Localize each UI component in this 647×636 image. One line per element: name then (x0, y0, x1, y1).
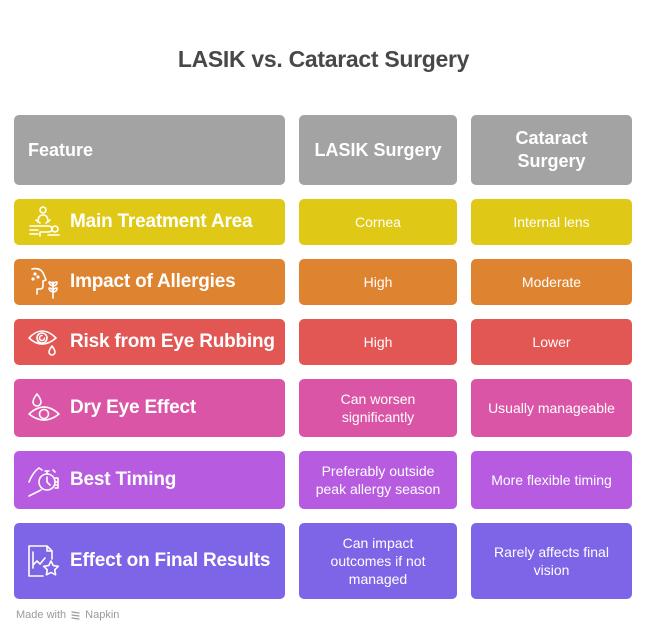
cataract-value: More flexible timing (471, 451, 632, 509)
eye-tear-icon (26, 324, 62, 360)
chart-star-icon (26, 543, 62, 579)
feature-dry-eye-effect: Dry Eye Effect (14, 379, 285, 437)
feature-label: Dry Eye Effect (70, 397, 197, 418)
feature-best-timing: Best Timing (14, 451, 285, 509)
feature-label: Main Treatment Area (70, 211, 253, 232)
lasik-value: Can worsen significantly (299, 379, 457, 437)
feature-label: Best Timing (70, 469, 177, 490)
feature-risk-from-eye-rubbing: Risk from Eye Rubbing (14, 319, 285, 365)
lasik-value: Can impact outcomes if not managed (299, 523, 457, 599)
lasik-value: Preferably outside peak allergy season (299, 451, 457, 509)
header-cataract: Cataract Surgery (471, 115, 632, 185)
cataract-value: Internal lens (471, 199, 632, 245)
napkin-brand: Napkin (85, 609, 120, 621)
made-with-label: Made with (16, 609, 67, 621)
page-title: LASIK vs. Cataract Surgery (177, 46, 470, 72)
lasik-value: Cornea (299, 199, 457, 245)
allergy-pollen-icon (26, 264, 62, 300)
header-lasik: LASIK Surgery (299, 115, 457, 185)
lasik-value: High (299, 259, 457, 305)
stopwatch-hand-icon (26, 462, 62, 498)
cataract-value: Usually manageable (471, 379, 632, 437)
header-feature: Feature (14, 115, 285, 185)
feature-impact-of-allergies: Impact of Allergies (14, 259, 285, 305)
feature-label: Effect on Final Results (70, 550, 271, 571)
napkin-logo-icon (70, 610, 81, 621)
cataract-value: Rarely affects final vision (471, 523, 632, 599)
cataract-value: Lower (471, 319, 632, 365)
dry-eye-drop-icon (26, 390, 62, 426)
lasik-value: High (299, 319, 457, 365)
footer-attribution: Made with Napkin (16, 609, 119, 621)
feature-main-treatment-area: Main Treatment Area (14, 199, 285, 245)
feature-label: Risk from Eye Rubbing (70, 331, 275, 352)
feature-effect-on-final-results: Effect on Final Results (14, 523, 285, 599)
feature-label: Impact of Allergies (70, 271, 236, 292)
cataract-value: Moderate (471, 259, 632, 305)
massage-treatment-icon (26, 204, 62, 240)
